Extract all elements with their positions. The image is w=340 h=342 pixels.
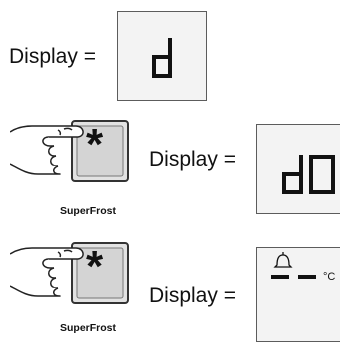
lcd-display-3: °C - - <box>256 247 340 342</box>
button-caption-3: SuperFrost <box>60 322 117 334</box>
segment-digits-d0 <box>282 155 335 194</box>
superfrost-press-graphic-2: * <box>9 118 140 203</box>
pointing-hand-icon <box>9 125 84 175</box>
display-label-2: Display = <box>149 148 236 171</box>
display-label-1: Display = <box>9 45 96 68</box>
button-caption-2: SuperFrost <box>60 205 117 217</box>
unit-label: °C <box>323 271 336 283</box>
lcd-display-2: d0 <box>256 124 340 214</box>
bell-icon <box>273 252 293 268</box>
segment-digit-d <box>152 38 172 78</box>
display-label-3: Display = <box>149 284 236 307</box>
superfrost-press-graphic-3: * <box>9 240 140 325</box>
pointing-hand-icon <box>9 247 84 297</box>
asterisk-icon: * <box>86 242 104 291</box>
lcd-display-1: d <box>117 11 207 101</box>
asterisk-icon: * <box>86 120 104 169</box>
